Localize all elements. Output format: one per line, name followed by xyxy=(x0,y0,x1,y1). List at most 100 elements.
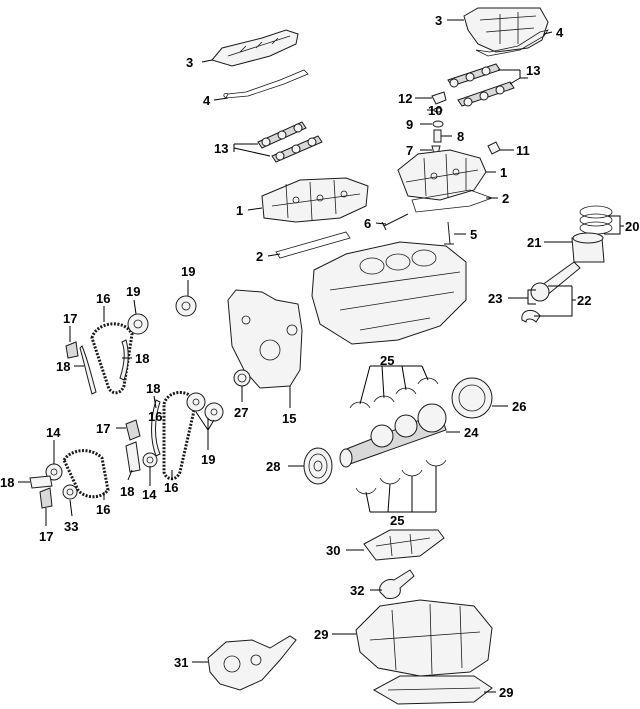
left-head-gasket xyxy=(275,231,351,259)
left-cylinder-head xyxy=(261,177,369,223)
callout-18-lower-center: 18 xyxy=(120,484,134,499)
left-camshafts xyxy=(257,121,323,163)
chain-guide-upper-left xyxy=(79,345,97,395)
callout-1-right: 1 xyxy=(500,165,507,180)
callout-11: 11 xyxy=(516,143,530,158)
callout-22: 22 xyxy=(577,293,591,308)
oil-pump-sprocket xyxy=(62,484,78,500)
front-seal xyxy=(233,369,251,387)
engine-block xyxy=(311,241,467,345)
callout-29-upper: 29 xyxy=(314,627,328,642)
callout-29-lower: 29 xyxy=(499,685,513,700)
cam-sprocket-center xyxy=(175,295,197,317)
chain-tensioner-center xyxy=(125,419,141,441)
cam-sprocket-lower-b xyxy=(204,402,224,422)
callout-7: 7 xyxy=(406,143,413,158)
crankshaft xyxy=(339,403,447,468)
callout-18-lower-left: 18 xyxy=(0,475,14,490)
callout-18-upper-left: 18 xyxy=(56,359,70,374)
leader-lines xyxy=(18,19,624,693)
callout-18-upper-right: 18 xyxy=(135,351,149,366)
callout-21: 21 xyxy=(527,235,541,250)
chain-guide-lower xyxy=(29,475,53,489)
timing-chain-right xyxy=(162,391,198,481)
callout-25-lower: 25 xyxy=(390,513,404,528)
callout-33: 33 xyxy=(64,519,78,534)
callout-8: 8 xyxy=(457,129,464,144)
callout-3-left: 3 xyxy=(186,55,193,70)
callout-28: 28 xyxy=(266,459,280,474)
callout-32: 32 xyxy=(350,583,364,598)
callout-19-lower: 19 xyxy=(201,452,215,467)
chain-tensioner-upper xyxy=(65,341,79,359)
callout-26: 26 xyxy=(512,399,526,414)
callout-5: 5 xyxy=(470,227,477,242)
callout-1-left: 1 xyxy=(236,203,243,218)
intake-valve xyxy=(444,221,454,245)
callout-6: 6 xyxy=(364,216,371,231)
rocker-arm xyxy=(431,91,447,105)
oil-pickup-tube xyxy=(379,569,415,599)
callout-18-center: 18 xyxy=(146,381,160,396)
crankshaft-pulley xyxy=(303,447,333,485)
timing-chain-upper-left xyxy=(90,322,134,395)
piston-assembly xyxy=(571,205,613,263)
callout-23: 23 xyxy=(488,291,502,306)
callout-14-center: 14 xyxy=(142,487,157,502)
oil-pump xyxy=(207,635,297,691)
callout-12: 12 xyxy=(398,91,412,106)
right-camshafts xyxy=(447,63,515,107)
valve-spring-retainer xyxy=(432,120,444,128)
callout-2-left: 2 xyxy=(256,249,263,264)
left-valve-cover xyxy=(211,29,299,67)
callout-15: 15 xyxy=(282,411,296,426)
callout-3-right: 3 xyxy=(435,13,442,28)
callout-9: 9 xyxy=(406,117,413,132)
chain-guide-center xyxy=(125,441,141,473)
callout-16-lower: 16 xyxy=(96,502,110,517)
callout-27: 27 xyxy=(234,405,248,420)
left-cover-gasket xyxy=(223,69,309,99)
callout-13-right: 13 xyxy=(526,63,540,78)
callout-25-upper: 25 xyxy=(380,353,394,368)
callout-17-upper: 17 xyxy=(63,311,77,326)
callout-20: 20 xyxy=(625,219,639,234)
idler-sprocket-b xyxy=(142,452,158,468)
callout-24: 24 xyxy=(464,425,479,440)
main-bearings-lower xyxy=(355,459,447,495)
callout-19-upper: 19 xyxy=(126,284,140,299)
chain-guide-upper-right xyxy=(119,339,129,381)
right-head-gasket xyxy=(411,189,494,213)
callout-4-left: 4 xyxy=(203,93,211,108)
upper-oil-pan xyxy=(355,599,493,677)
callout-16-center: 16 xyxy=(148,409,162,424)
timing-cover xyxy=(227,289,303,389)
cam-sprocket-upper xyxy=(127,313,149,335)
callout-17-center: 17 xyxy=(96,421,110,436)
rear-main-seal xyxy=(451,377,493,419)
chain-tensioner-lower xyxy=(39,487,53,509)
callout-14-left: 14 xyxy=(46,425,61,440)
callout-31: 31 xyxy=(174,655,188,670)
callout-30: 30 xyxy=(326,543,340,558)
timing-chain-lower xyxy=(62,449,110,499)
callout-16-right: 16 xyxy=(164,480,178,495)
lower-oil-pan xyxy=(372,675,493,705)
exhaust-valve xyxy=(381,213,409,231)
callout-16-upper: 16 xyxy=(96,291,110,306)
camshaft-sensor xyxy=(487,141,501,155)
chain-guide-right xyxy=(151,399,161,457)
connecting-rod xyxy=(521,261,581,323)
callout-4-right: 4 xyxy=(556,25,564,40)
callout-13-left: 13 xyxy=(214,141,228,156)
callout-19-center: 19 xyxy=(181,264,195,279)
lash-adjuster xyxy=(433,129,442,143)
right-cover-gasket xyxy=(475,29,549,57)
oil-pan-baffle xyxy=(363,529,445,561)
callout-10: 10 xyxy=(428,103,442,118)
callout-labels: 3 3 4 4 13 13 12 10 9 8 7 11 1 1 2 2 6 5… xyxy=(0,13,639,700)
right-valve-cover xyxy=(463,7,549,53)
callout-2-right: 2 xyxy=(502,191,509,206)
cam-sprocket-lower-a xyxy=(186,392,206,412)
